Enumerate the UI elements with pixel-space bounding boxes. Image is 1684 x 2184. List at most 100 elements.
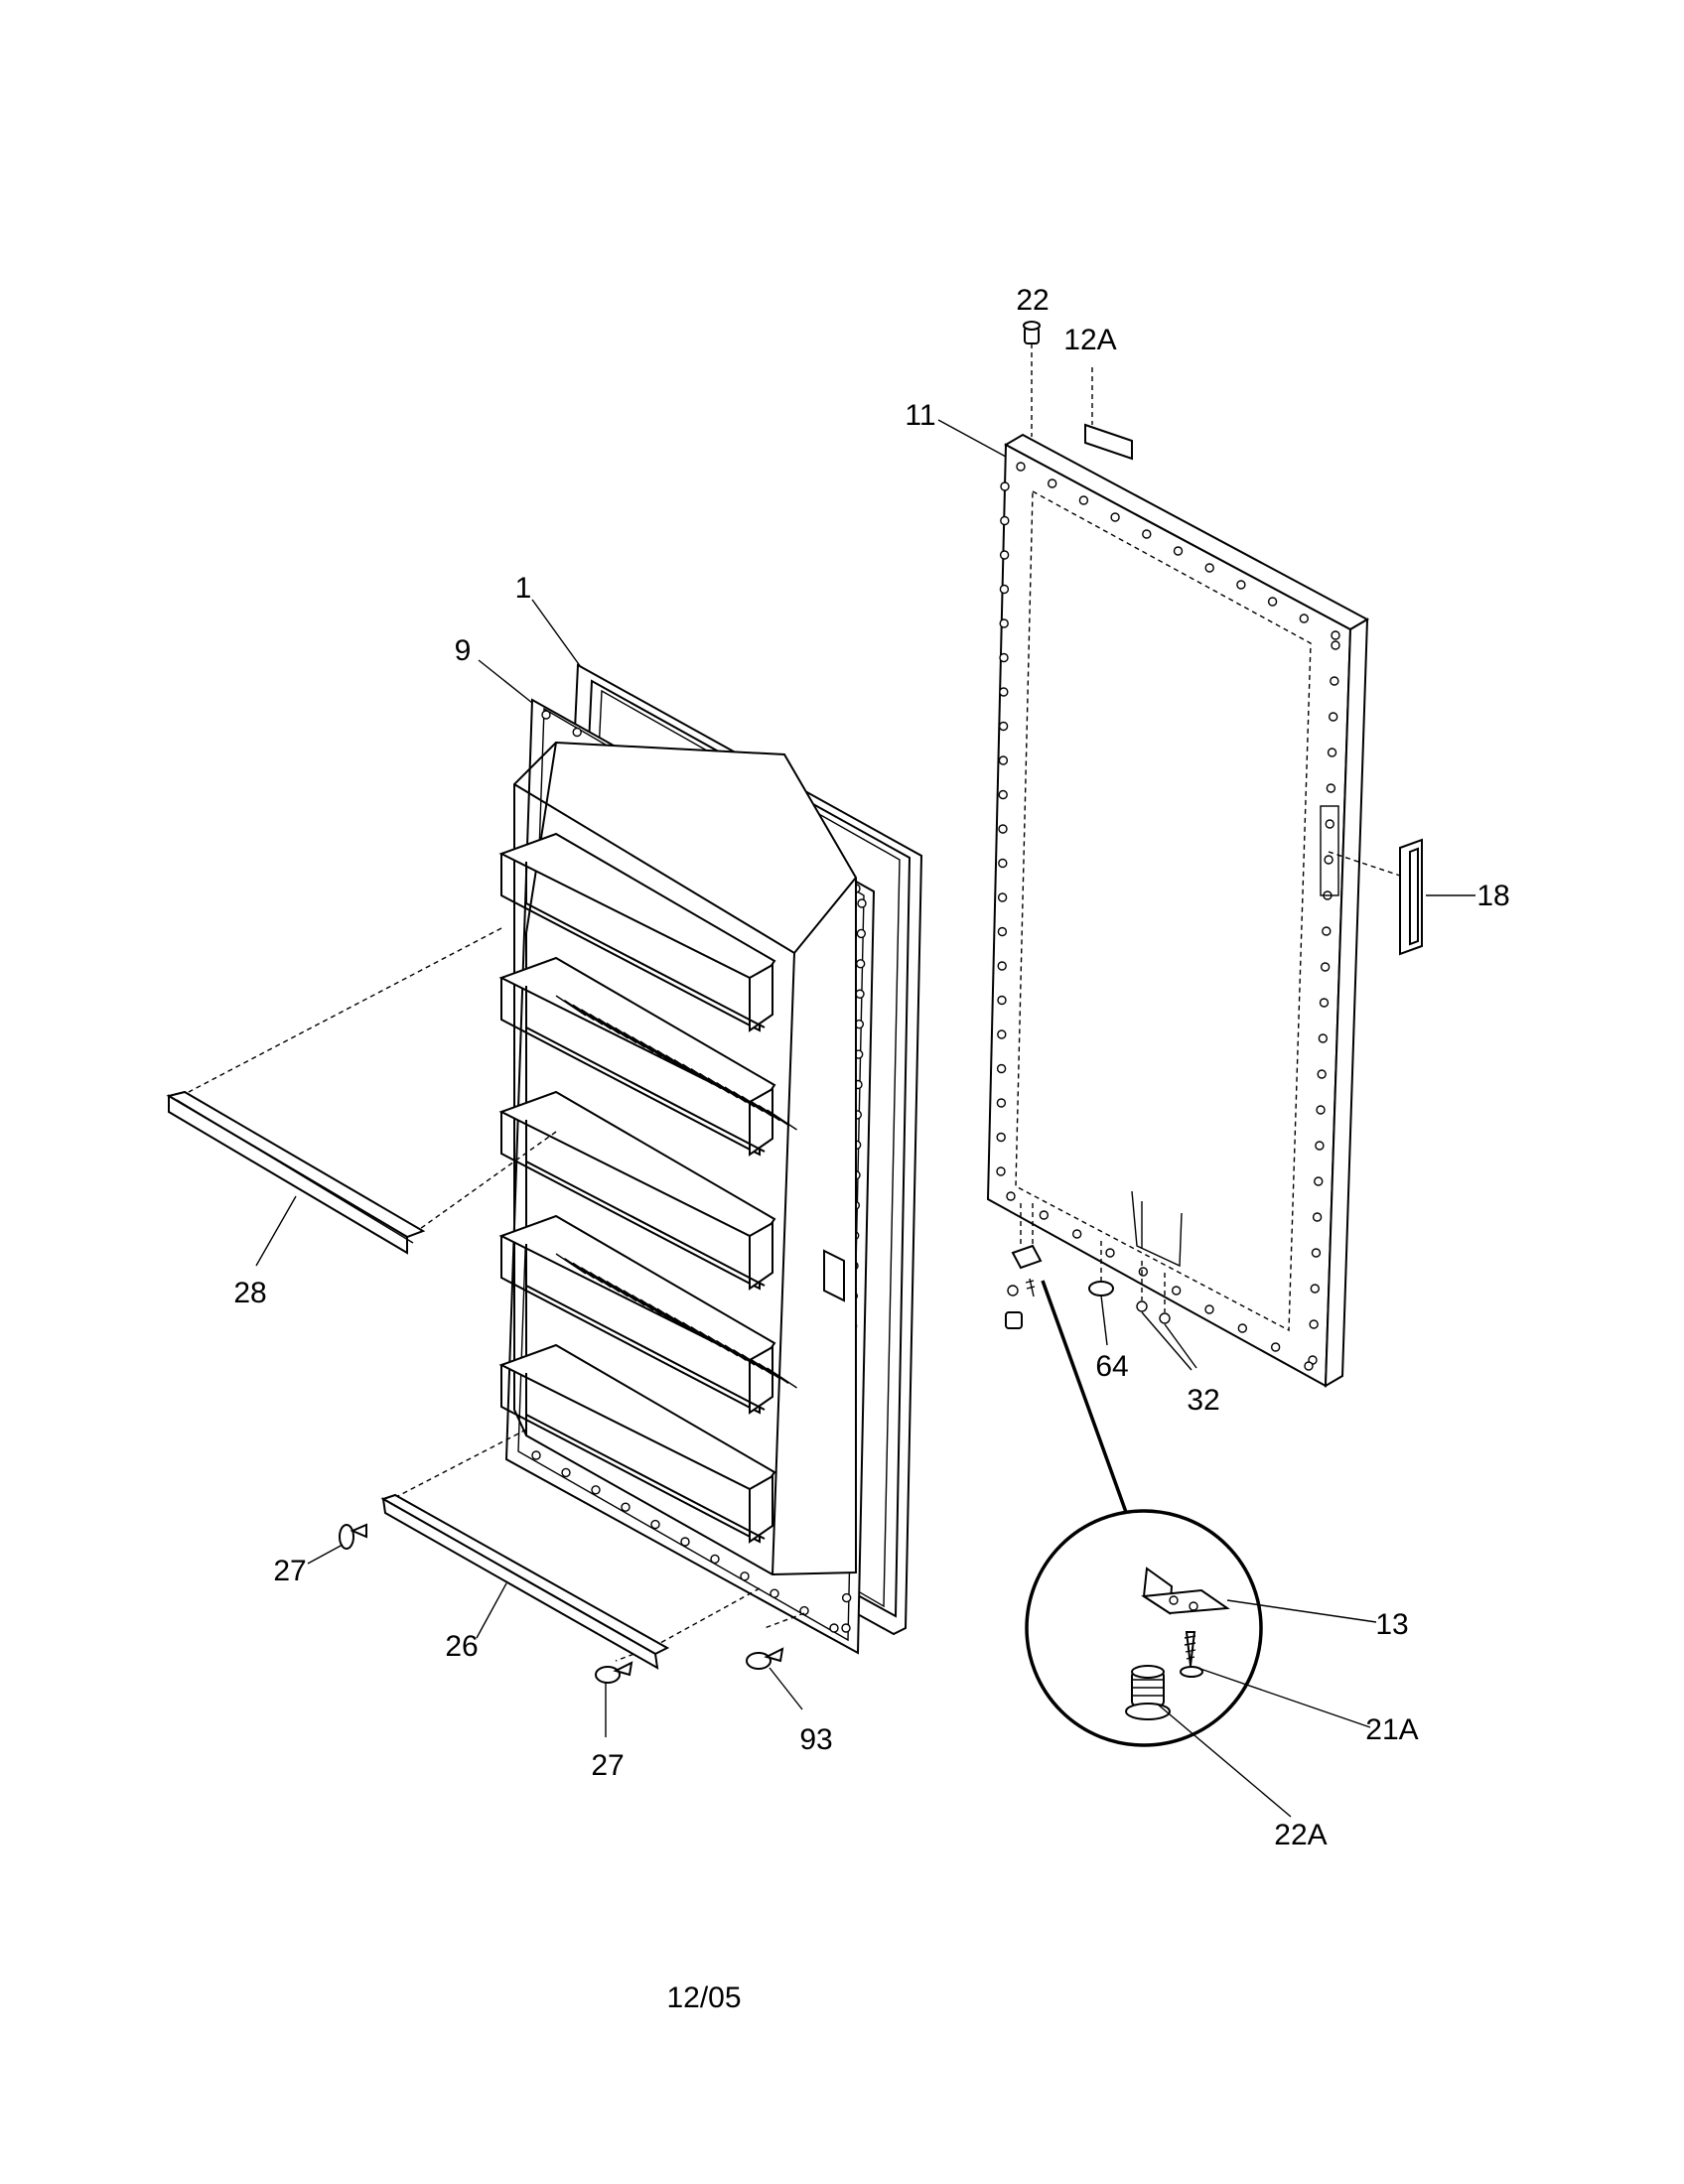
- door-bin: [498, 1090, 776, 1291]
- panel-hole: [1312, 1212, 1323, 1222]
- outer-door-panel: [986, 433, 1370, 1388]
- panel-hole: [999, 550, 1010, 560]
- label-11: 11: [905, 399, 935, 432]
- panel-hole: [1325, 819, 1334, 829]
- door-liner-assembly: [498, 663, 923, 1655]
- handle-18: [1328, 838, 1475, 956]
- panel-hole: [1204, 563, 1214, 573]
- panel-hole: [1204, 1304, 1214, 1314]
- panel-hole: [1309, 1319, 1319, 1329]
- detail-leader: [1041, 1280, 1129, 1516]
- panel-hole: [996, 1098, 1007, 1108]
- panel-hole: [997, 926, 1008, 937]
- liner-hole: [799, 1605, 809, 1616]
- panel-hole: [1326, 783, 1336, 793]
- panel-hole: [1310, 1284, 1321, 1294]
- liner-hole: [531, 1450, 541, 1460]
- panel-hole: [998, 721, 1009, 732]
- label-1: 1: [515, 572, 532, 605]
- push-pin-93: [746, 1647, 803, 1710]
- panel-hole: [1110, 512, 1120, 522]
- liner-hole: [770, 1588, 779, 1598]
- label-27-bottom: 27: [591, 1749, 624, 1782]
- shelf-rail-26: [380, 1493, 670, 1670]
- liner-hole: [829, 1623, 839, 1633]
- label-tag-12a: [1084, 367, 1133, 461]
- leader-1: [531, 599, 582, 668]
- door-bin: [498, 832, 776, 1032]
- label-64: 64: [1095, 1350, 1128, 1383]
- panel-hole: [1236, 580, 1246, 590]
- panel-hole: [1328, 712, 1338, 722]
- panel-hole: [998, 858, 1008, 869]
- panel-hole: [1331, 630, 1340, 640]
- panel-hole: [1304, 1361, 1314, 1371]
- panel-hole: [1331, 640, 1340, 650]
- panel-hole: [1320, 962, 1331, 972]
- label-26: 26: [445, 1630, 478, 1663]
- label-9: 9: [455, 634, 472, 667]
- panel-hole: [1324, 855, 1333, 865]
- panel-hole: [1016, 462, 1026, 472]
- liner-hole: [856, 928, 867, 939]
- panel-hole: [1142, 529, 1152, 539]
- panel-hole: [1267, 597, 1278, 607]
- label-12a: 12A: [1063, 324, 1116, 356]
- panel-hole: [996, 1166, 1006, 1176]
- panel-hole: [1071, 1229, 1082, 1239]
- panel-hole: [1039, 1210, 1050, 1220]
- panel-hole: [1138, 1267, 1149, 1277]
- panel-hole: [997, 995, 1007, 1006]
- panel-hole: [1315, 1141, 1325, 1151]
- door-bin: [498, 1214, 797, 1415]
- panel-hole: [1171, 1286, 1182, 1296]
- liner-hole: [680, 1537, 690, 1547]
- panel-hole: [999, 652, 1009, 663]
- liner-hole: [855, 959, 866, 969]
- top-plug-22: [1023, 321, 1041, 437]
- shelf-rail-28: [166, 1090, 426, 1267]
- door-bin: [498, 956, 797, 1157]
- panel-hole: [1237, 1323, 1248, 1333]
- label-22: 22: [1016, 284, 1049, 317]
- leader-21a: [1196, 1667, 1371, 1728]
- liner-hole: [572, 727, 582, 738]
- liner-hole: [740, 1571, 750, 1581]
- liner-hole: [621, 1502, 631, 1512]
- push-pin-27-bottom: [595, 1661, 633, 1737]
- leader-11: [937, 419, 1007, 458]
- label-28: 28: [233, 1277, 266, 1309]
- panel-hole: [1318, 1033, 1329, 1043]
- label-18: 18: [1476, 880, 1509, 912]
- panel-hole: [999, 584, 1010, 595]
- liner-hole: [591, 1485, 601, 1495]
- panel-hole: [1314, 1176, 1324, 1186]
- label-27-left: 27: [273, 1555, 306, 1587]
- push-pin-27-left: [307, 1523, 367, 1565]
- panel-hole: [1105, 1248, 1115, 1258]
- leader-13: [1226, 1599, 1377, 1623]
- liner-hole: [855, 989, 865, 999]
- label-21a: 21A: [1365, 1713, 1418, 1746]
- label-22a: 22A: [1274, 1819, 1327, 1851]
- label-13: 13: [1375, 1608, 1408, 1641]
- leader-9: [478, 659, 533, 704]
- panel-hole: [997, 961, 1007, 971]
- door-bin: [498, 1343, 776, 1544]
- liner-hole: [841, 1623, 851, 1633]
- panel-hole: [999, 618, 1009, 628]
- bottom-hardware: [1005, 1203, 1197, 1371]
- panel-hole: [1330, 676, 1339, 686]
- liner-hole: [857, 898, 867, 908]
- panel-hole: [1078, 495, 1089, 505]
- label-32: 32: [1187, 1384, 1219, 1417]
- panel-hole: [1327, 748, 1337, 757]
- panel-hole: [1322, 926, 1332, 936]
- panel-hole: [1319, 998, 1330, 1008]
- panel-hole: [1270, 1342, 1281, 1352]
- liner-hole: [541, 710, 551, 720]
- leader-22a: [1156, 1703, 1292, 1818]
- panel-hole: [1317, 1069, 1327, 1079]
- panel-hole: [1311, 1248, 1322, 1258]
